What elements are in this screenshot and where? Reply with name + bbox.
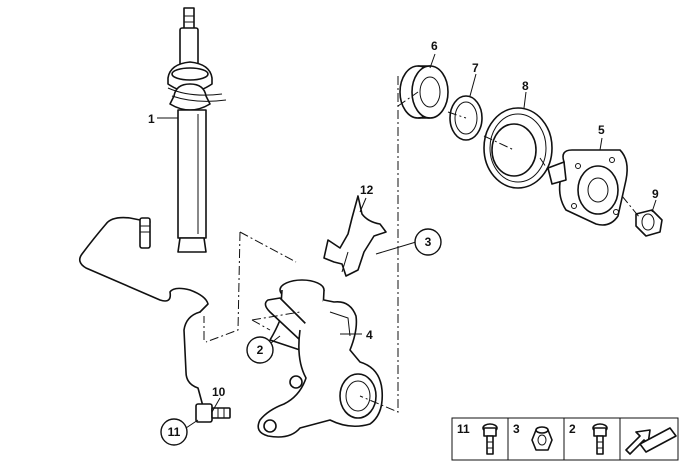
bolt-icon: [482, 423, 498, 455]
label-nut: 9: [652, 187, 659, 201]
collar-nut[interactable]: [635, 209, 663, 237]
legend-item-3-label: 2: [569, 422, 576, 436]
label-sensor: 10: [212, 385, 226, 399]
label-bracket: 12: [360, 183, 374, 197]
label-bearing: 6: [431, 39, 438, 53]
circle-ref-3-text: 3: [425, 235, 432, 249]
strut-assembly[interactable]: [167, 7, 227, 253]
arrow-icon: [625, 427, 677, 455]
circle-ref-2: 2: [246, 336, 274, 364]
wheel-hub[interactable]: [547, 149, 628, 226]
circle-ref-2-text: 2: [257, 343, 264, 357]
label-strut: 1: [148, 112, 155, 126]
legend-item-1-label: 11: [457, 422, 470, 436]
label-knuckle: 4: [366, 328, 373, 342]
circle-ref-11: 11: [160, 418, 188, 446]
legend-item-2-label: 3: [513, 422, 520, 436]
steering-knuckle[interactable]: [257, 279, 384, 438]
label-circlip: 7: [472, 61, 479, 75]
guide-lines: [203, 76, 641, 413]
legend: 11 3 2: [451, 417, 679, 461]
label-hub: 5: [598, 123, 605, 137]
dust-shield[interactable]: [483, 107, 553, 189]
sensor-cable[interactable]: [78, 216, 231, 423]
nut-icon: [531, 426, 553, 451]
circle-ref-11-text: 11: [168, 425, 181, 439]
label-shield: 8: [522, 79, 529, 93]
circle-ref-3: 3: [414, 228, 442, 256]
wheel-bearing[interactable]: [399, 65, 449, 119]
bolt-icon: [592, 423, 608, 455]
leader-lines: [157, 53, 657, 429]
mounting-bracket[interactable]: [323, 195, 387, 277]
